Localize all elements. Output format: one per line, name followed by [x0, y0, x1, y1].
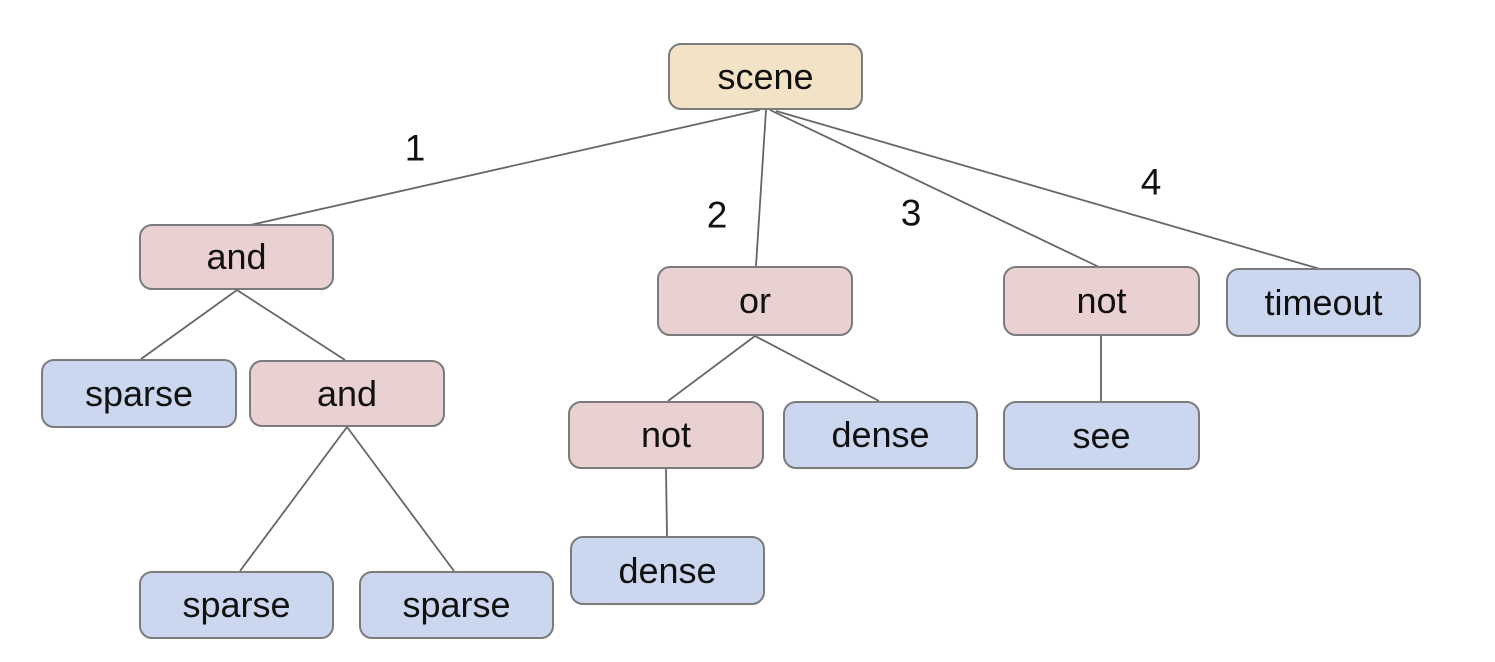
edge-or-dense [754, 335, 880, 402]
edge-and2-sparse-left [239, 426, 348, 572]
edge-label-4: 4 [1140, 161, 1162, 203]
node-or: or [657, 266, 853, 336]
edge-and-sparse [140, 289, 238, 360]
edge-and2-sparse-right [346, 426, 455, 572]
node-not-under-or: not [568, 401, 764, 469]
node-not: not [1003, 266, 1200, 336]
node-timeout: timeout [1226, 268, 1421, 337]
edge-scene-and [245, 109, 761, 227]
node-dense-bottom: dense [570, 536, 765, 605]
node-see: see [1003, 401, 1200, 470]
edge-label-3: 3 [900, 192, 922, 234]
edge-scene-or [755, 109, 767, 267]
edge-not-dense [665, 468, 668, 537]
node-and-nested: and [249, 360, 445, 427]
node-sparse: sparse [41, 359, 237, 428]
node-sparse-bottom-right: sparse [359, 571, 554, 639]
edge-label-1: 1 [404, 127, 426, 169]
edge-scene-not [769, 109, 1100, 268]
node-dense: dense [783, 401, 978, 469]
edge-label-2: 2 [706, 194, 728, 236]
edge-and-and [236, 289, 346, 361]
node-and: and [139, 224, 334, 290]
node-scene: scene [668, 43, 863, 110]
edge-or-not [667, 335, 756, 402]
node-sparse-bottom-left: sparse [139, 571, 334, 639]
edge-scene-timeout [775, 110, 1321, 270]
